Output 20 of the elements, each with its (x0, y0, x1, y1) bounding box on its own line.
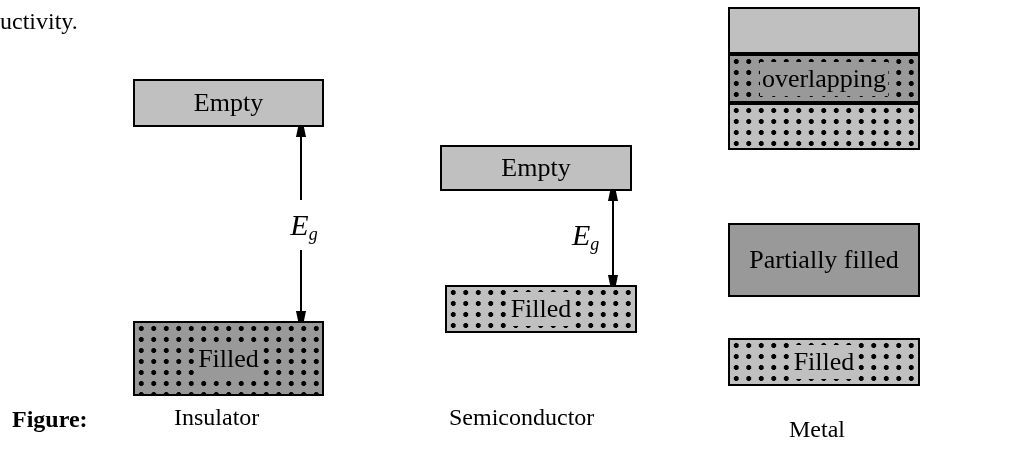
panel-caption: Metal (789, 415, 845, 444)
band-label: overlapping (759, 61, 889, 96)
dotted-energy-band (133, 321, 324, 396)
energy-band (133, 79, 324, 127)
energy-band (440, 145, 632, 191)
figure-label: Figure: (12, 405, 88, 434)
band-label: Partially filled (748, 244, 900, 276)
band-label: Filled (508, 292, 574, 326)
panel-caption: Insulator (174, 403, 260, 432)
panel-caption: Semiconductor (449, 403, 595, 432)
dotted-energy-band (728, 54, 920, 103)
dotted-energy-band (728, 338, 920, 386)
band-label: Empty (500, 152, 572, 184)
band-label: Filled (791, 345, 857, 379)
dotted-energy-band (445, 285, 637, 333)
band-label: Empty (192, 87, 265, 119)
energy-band (728, 7, 920, 54)
energy-band (728, 223, 920, 297)
dotted-energy-band (728, 103, 920, 150)
text-fragment: uctivity. (0, 7, 78, 36)
